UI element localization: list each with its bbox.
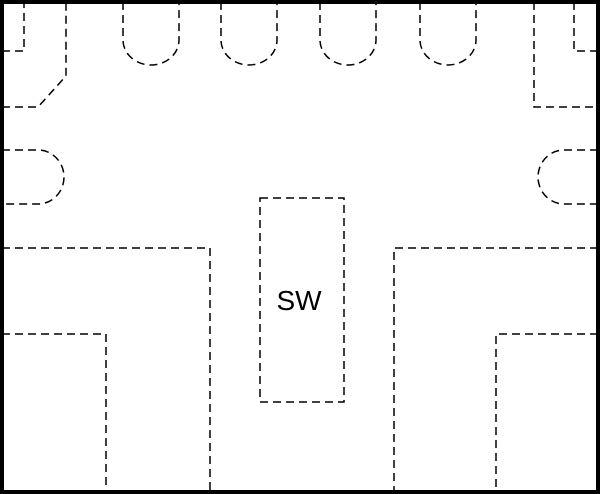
right-large-pad (393, 247, 598, 492)
top-pin-1 (122, 2, 180, 66)
top-pin-3 (319, 2, 377, 66)
top-left-small-pin (2, 2, 25, 52)
top-pin-2 (220, 2, 278, 66)
left-large-pad (2, 247, 211, 492)
sw-pad-label: SW (276, 285, 322, 316)
top-right-small-pin (573, 2, 598, 52)
top-pin-4 (419, 2, 477, 66)
top-left-corner-pad (2, 2, 67, 108)
right-lower-pad (495, 333, 598, 492)
left-lower-pad (2, 333, 107, 492)
top-right-corner-pad (533, 2, 598, 108)
left-side-pin (2, 149, 65, 205)
sw-pad (259, 197, 345, 403)
right-side-pin (537, 149, 598, 205)
